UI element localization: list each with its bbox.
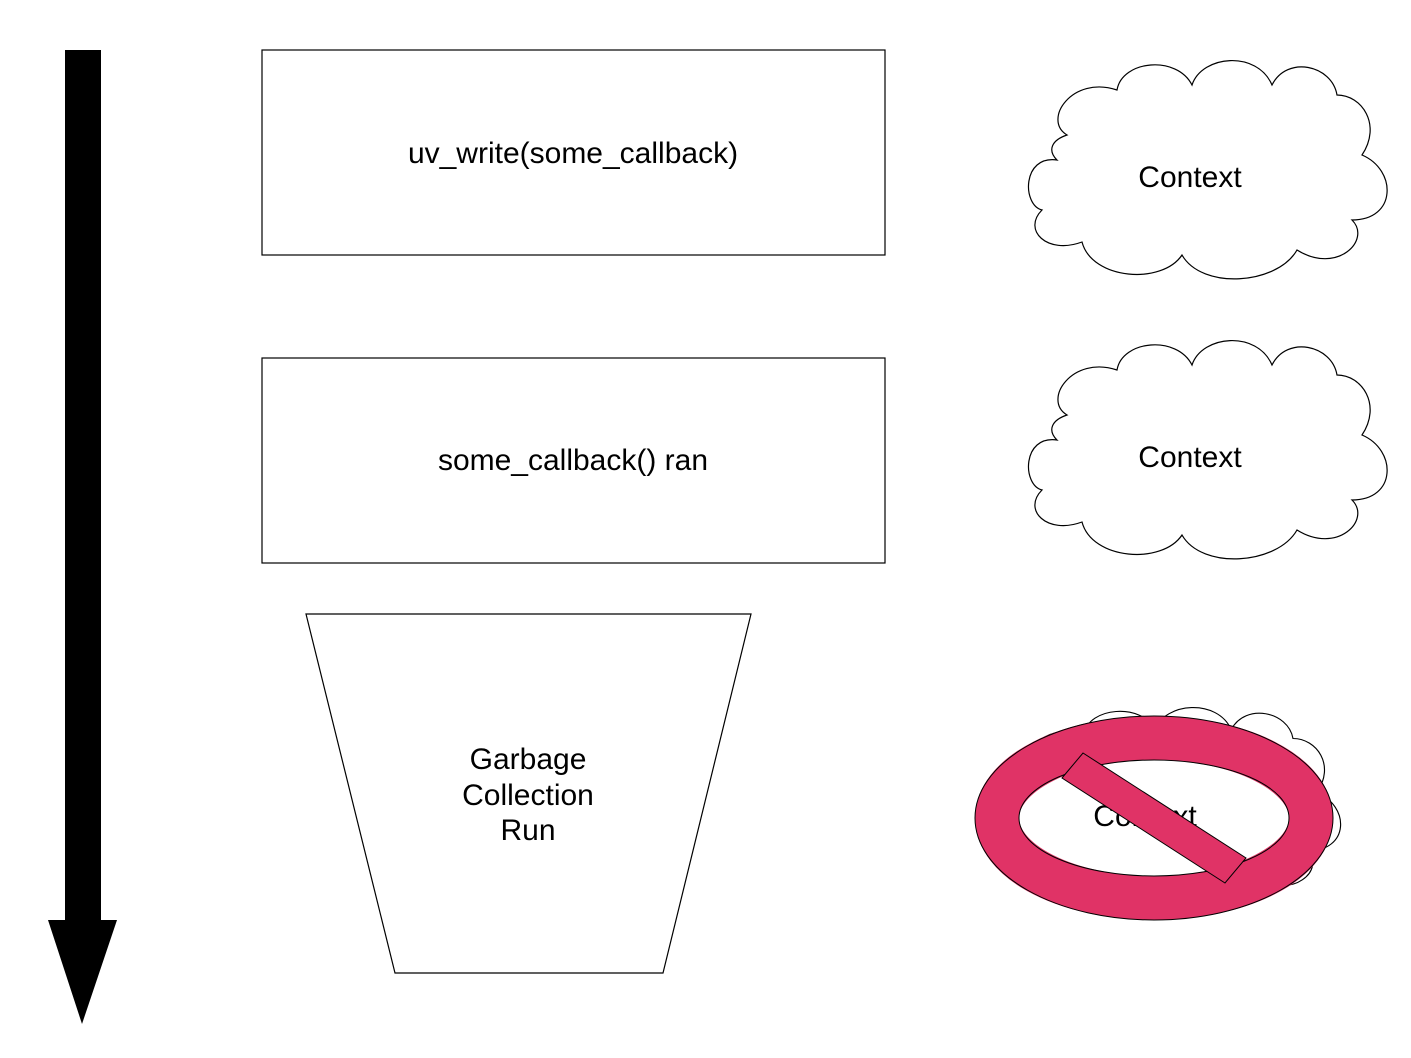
prohibited-sign-icon <box>974 715 1334 921</box>
step-label: some_callback() ran <box>438 444 708 477</box>
step-box <box>261 49 886 256</box>
step-callback-ran: some_callback() ran <box>261 357 886 564</box>
gc-label-line-2: Collection <box>462 779 594 812</box>
step-box <box>261 357 886 564</box>
context-label: Context <box>1138 161 1242 194</box>
step-label: uv_write(some_callback) <box>408 137 738 170</box>
step-garbage-collection: Garbage Collection Run <box>305 613 752 974</box>
gc-label-line-3: Run <box>500 814 555 847</box>
arrow-shaft <box>65 50 101 925</box>
context-cloud-1: Context <box>1027 59 1388 280</box>
gc-label-line-1: Garbage <box>470 743 587 776</box>
context-cloud-3-prohibited: Context <box>974 706 1342 921</box>
arrow-head <box>48 920 117 1024</box>
timeline-arrow <box>48 50 117 1024</box>
context-label: Context <box>1138 441 1242 474</box>
step-uv-write: uv_write(some_callback) <box>261 49 886 256</box>
gc-trapezoid <box>305 613 752 974</box>
context-cloud-2: Context <box>1027 339 1388 560</box>
